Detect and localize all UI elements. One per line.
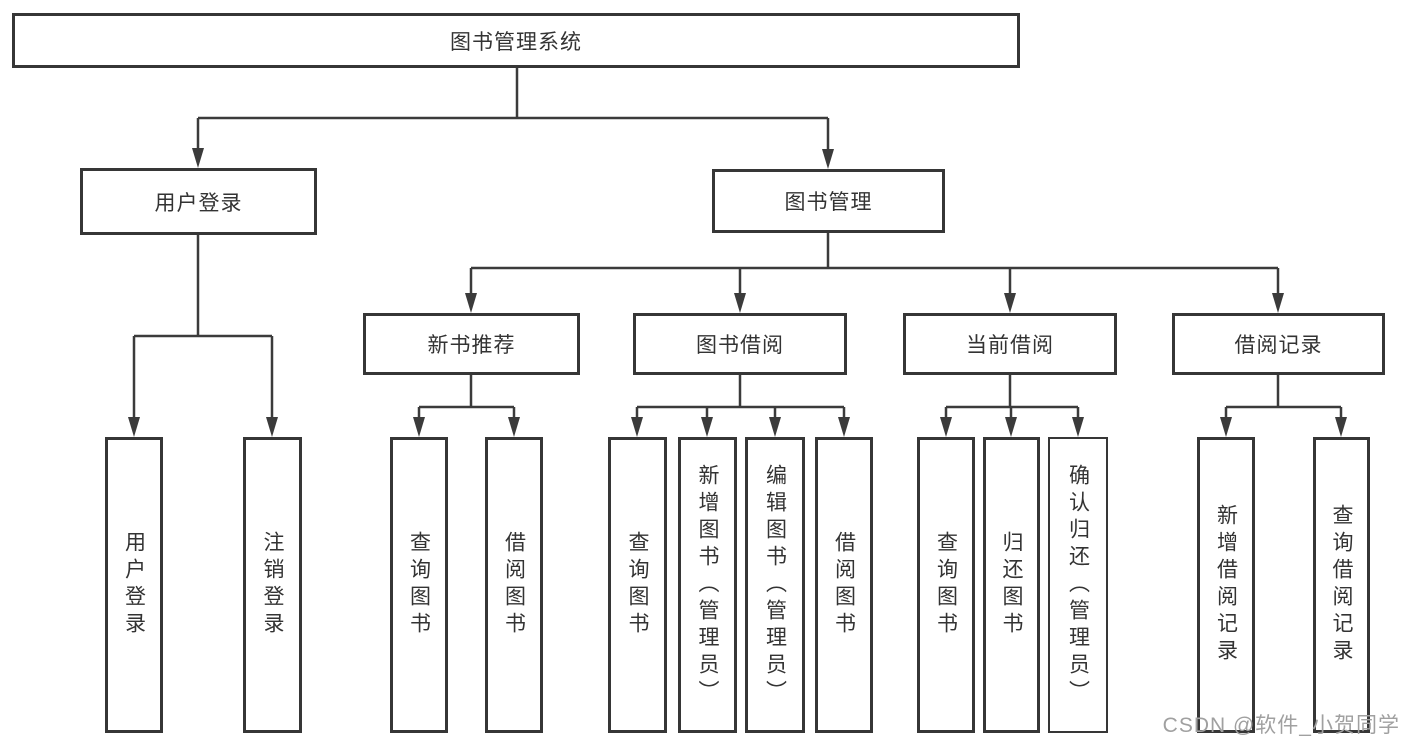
leaf-query-book-borrow: 查询图书	[608, 437, 667, 733]
node-new-book-recommend-label: 新书推荐	[427, 334, 516, 357]
leaf-confirm-return-admin: 确认归还（管理员）	[1048, 437, 1108, 733]
leaf-user-login: 用户登录	[105, 437, 163, 733]
leaf-borrow-book: 借阅图书	[815, 437, 873, 733]
leaf-add-borrow-record-label: 新增借阅记录	[1214, 504, 1238, 666]
leaf-query-book-recommend-label: 查询图书	[407, 531, 431, 639]
leaf-return-book-label: 归还图书	[1000, 531, 1023, 639]
leaf-query-borrow-record-label: 查询借阅记录	[1330, 504, 1353, 666]
leaf-user-login-label: 用户登录	[122, 531, 146, 639]
node-book-borrow: 图书借阅	[633, 313, 847, 375]
node-current-borrow: 当前借阅	[903, 313, 1117, 375]
leaf-query-borrow-record: 查询借阅记录	[1313, 437, 1370, 733]
leaf-borrow-book-recommend: 借阅图书	[485, 437, 543, 733]
leaf-borrow-book-label: 借阅图书	[832, 531, 856, 639]
csdn-watermark: CSDN @软件_小贺同学	[1162, 714, 1400, 737]
leaf-query-book-borrow-label: 查询图书	[626, 531, 649, 639]
node-book-borrow-label: 图书借阅	[696, 334, 784, 357]
leaf-borrow-book-recommend-label: 借阅图书	[502, 531, 526, 639]
leaf-add-borrow-record: 新增借阅记录	[1197, 437, 1255, 733]
node-library-system: 图书管理系统	[12, 13, 1020, 68]
leaf-query-book-current-label: 查询图书	[934, 531, 958, 639]
leaf-add-book-admin-label: 新增图书（管理员）	[696, 463, 719, 707]
node-book-management-label: 图书管理	[784, 191, 873, 214]
node-book-management: 图书管理	[712, 169, 945, 233]
leaf-edit-book-admin-label: 编辑图书（管理员）	[763, 463, 787, 707]
leaf-confirm-return-admin-label: 确认归还（管理员）	[1066, 463, 1090, 707]
leaf-query-book-current: 查询图书	[917, 437, 975, 733]
node-library-system-label: 图书管理系统	[450, 30, 582, 54]
node-user-login-label: 用户登录	[154, 191, 243, 215]
connector-arrowheads	[128, 148, 1347, 437]
node-new-book-recommend: 新书推荐	[363, 313, 580, 375]
leaf-return-book: 归还图书	[983, 437, 1040, 733]
node-user-login: 用户登录	[80, 168, 317, 235]
node-current-borrow-label: 当前借阅	[966, 334, 1054, 357]
node-borrow-records: 借阅记录	[1172, 313, 1385, 375]
leaf-add-book-admin: 新增图书（管理员）	[678, 437, 737, 733]
node-borrow-records-label: 借阅记录	[1234, 334, 1323, 357]
leaf-logout: 注销登录	[243, 437, 302, 733]
leaf-edit-book-admin: 编辑图书（管理员）	[745, 437, 805, 733]
leaf-query-book-recommend: 查询图书	[390, 437, 448, 733]
leaf-logout-label: 注销登录	[261, 531, 284, 639]
